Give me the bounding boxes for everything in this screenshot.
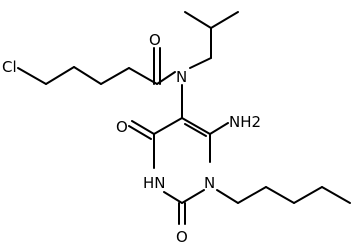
bond-c-c-3 bbox=[100, 67, 130, 85]
bond-ch-ch3-b bbox=[210, 11, 239, 29]
bond-c4-c5 bbox=[153, 117, 183, 135]
bond-n1-c1 bbox=[216, 189, 239, 204]
bond-c-c-2 bbox=[73, 66, 102, 85]
bond-c5-c6-inner bbox=[184, 123, 207, 137]
c4-carbonyl-a bbox=[131, 120, 155, 135]
atom-nh2: NH2 bbox=[229, 113, 261, 131]
bond-c5-c6 bbox=[181, 117, 211, 135]
bond-c4-c5 bbox=[321, 186, 351, 204]
butyl-group bbox=[216, 186, 351, 204]
amide-carbonyl bbox=[153, 47, 176, 85]
atom-cl: Cl bbox=[2, 58, 17, 76]
atom-n-ring: N bbox=[204, 174, 215, 192]
pyrimidine-ring bbox=[153, 117, 211, 204]
bond-ch-ch3-a bbox=[184, 11, 212, 29]
atom-n-amide: N bbox=[176, 68, 187, 86]
c4-carbonyl-b bbox=[128, 125, 152, 140]
bond-c6-nh2 bbox=[209, 122, 229, 135]
bond-c2-n3 bbox=[163, 191, 183, 204]
ring-carbonyls bbox=[128, 120, 186, 225]
atom-hn: HN bbox=[143, 174, 166, 192]
isobutyl-group bbox=[184, 11, 239, 69]
bond-c-carbonyl bbox=[128, 67, 158, 85]
atom-o-c2: O bbox=[176, 228, 188, 246]
bond-c-c-1 bbox=[45, 66, 75, 85]
bond-c3-c4 bbox=[293, 186, 323, 204]
bond-carbonyl-n bbox=[156, 71, 176, 85]
bond-cl-c bbox=[17, 67, 47, 85]
bond-n1-c2 bbox=[181, 189, 205, 204]
bond-c2-c3 bbox=[265, 186, 295, 204]
atom-o-amide: O bbox=[149, 31, 161, 49]
chloropropyl-chain bbox=[17, 66, 158, 85]
atom-o-c4: O bbox=[116, 118, 128, 136]
bond-n-ch2 bbox=[189, 57, 212, 69]
bond-c1-c2 bbox=[237, 186, 267, 204]
